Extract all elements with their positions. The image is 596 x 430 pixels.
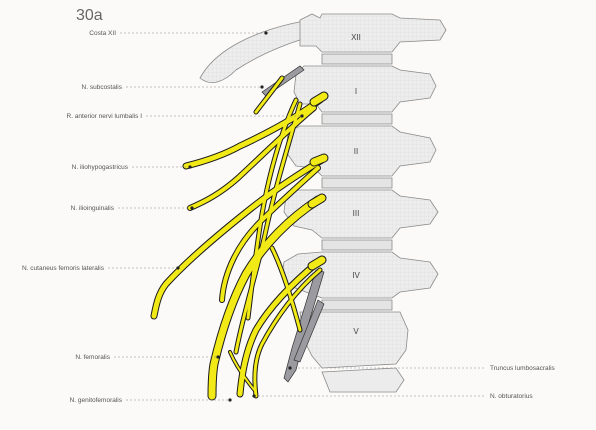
vertebra-label-xii: XII	[351, 33, 361, 42]
left-labels: Costa XII N. subcostalis R. anterior ner…	[22, 30, 142, 404]
label-n-genitofemoralis: N. genitofemoralis	[70, 397, 123, 404]
vertebra-label-ii: II	[354, 147, 358, 156]
vertebra-label-iii: III	[353, 209, 360, 218]
label-n-subcostalis: N. subcostalis	[82, 84, 123, 91]
label-n-iliohypogastricus: N. iliohypogastricus	[72, 164, 129, 171]
vertebra-label-v: V	[353, 327, 359, 336]
vertebra-xii	[300, 14, 446, 52]
label-n-obturatorius: N. obturatorius	[490, 393, 533, 400]
label-r-anterior: R. anterior nervi lumbalis I	[67, 113, 143, 120]
vertebra-label-i: I	[355, 87, 357, 96]
spine	[200, 14, 446, 392]
vertebra-iii	[284, 190, 438, 238]
label-n-ilioinguinalis: N. ilioinguinalis	[71, 205, 115, 212]
figure-number: 30a	[76, 7, 103, 24]
right-labels: Truncus lumbosacralis N. obturatorius	[490, 365, 556, 400]
label-costa-xii: Costa XII	[89, 30, 116, 37]
label-n-cutaneus: N. cutaneus femoris lateralis	[22, 265, 105, 272]
label-truncus: Truncus lumbosacralis	[490, 365, 556, 372]
vertebra-label-iv: IV	[352, 271, 360, 280]
label-n-femoralis: N. femoralis	[75, 354, 110, 361]
sacrum	[322, 368, 404, 392]
